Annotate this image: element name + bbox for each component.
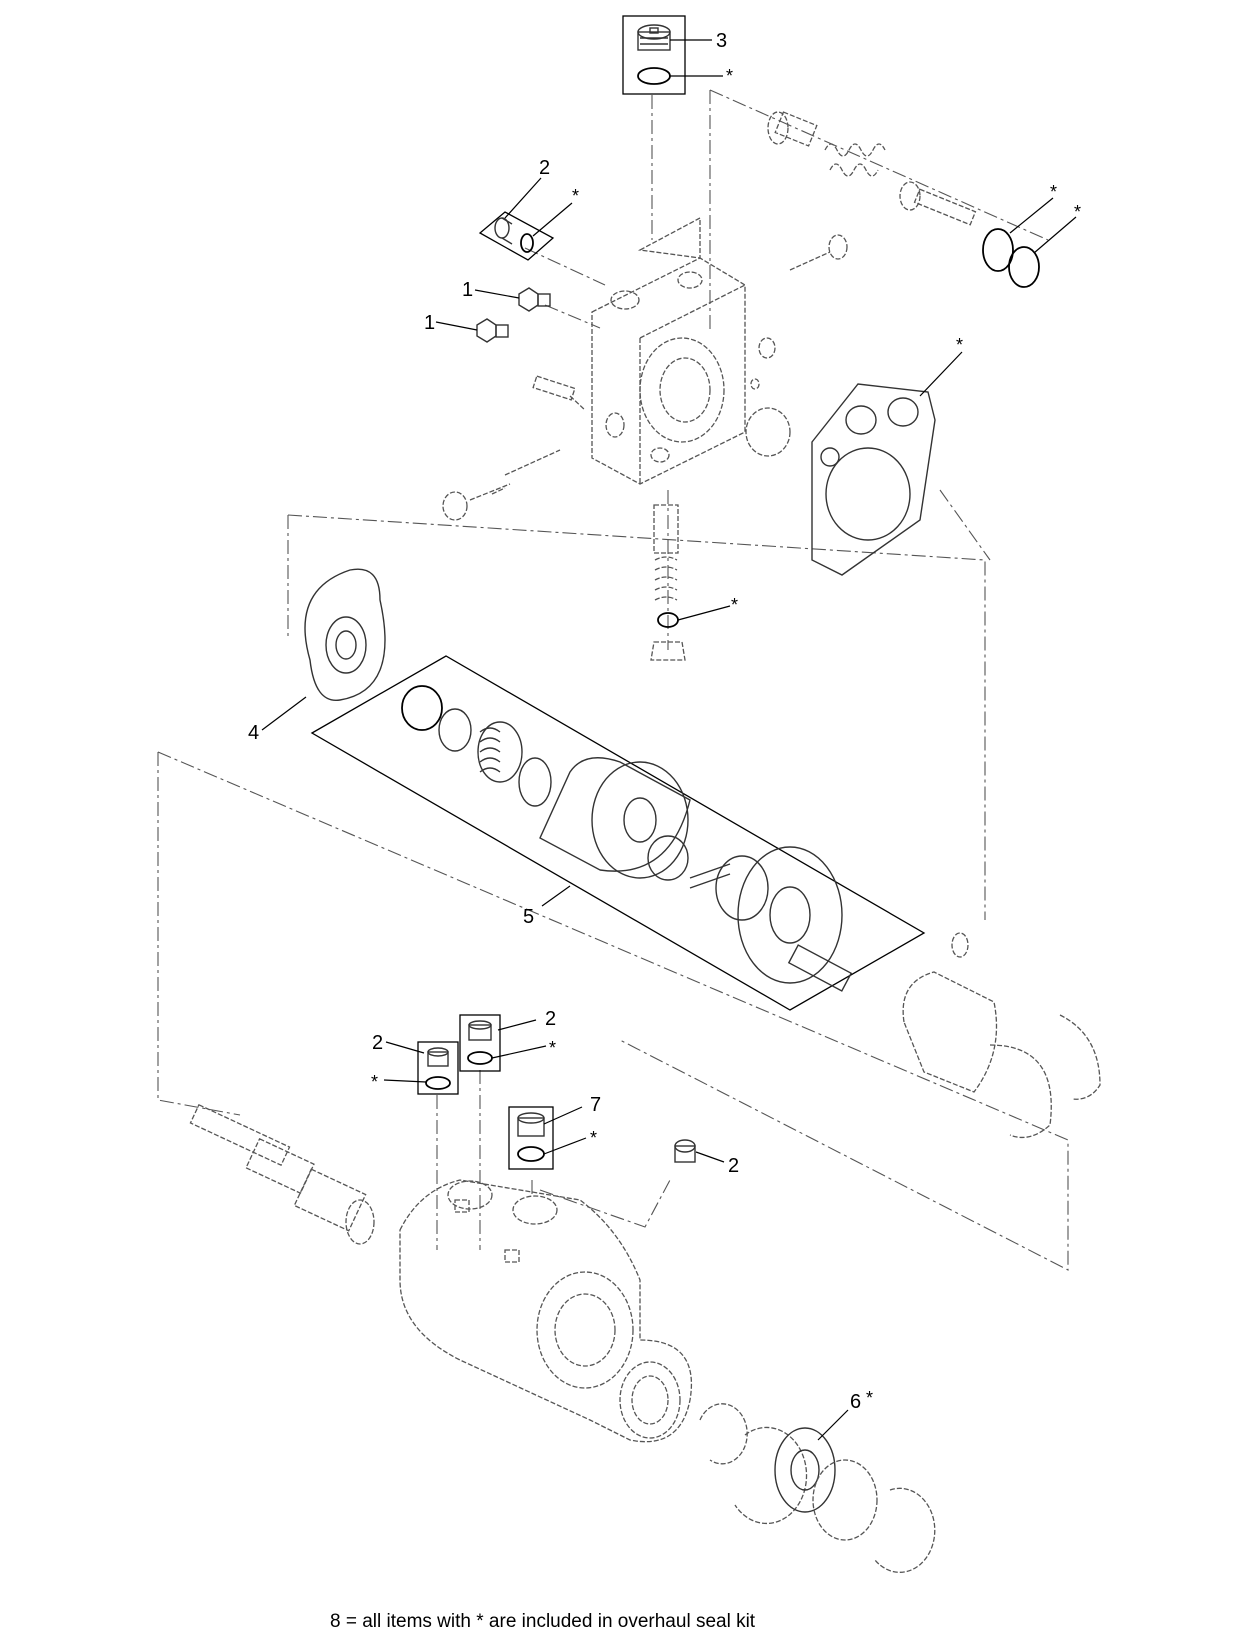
- o-ring-icon: [425, 1076, 451, 1090]
- valve-block-housing: [591, 216, 746, 485]
- small-fittings-right: [745, 234, 848, 457]
- item-2-mid-left-box: [417, 1041, 459, 1095]
- item-2-right-fitting: [674, 1139, 725, 1163]
- callout-1-a: 1: [462, 279, 473, 301]
- plug-icon: [427, 1047, 449, 1067]
- gasket-star: *: [956, 335, 963, 355]
- callout-2-mid-right: 2: [545, 1008, 556, 1030]
- callout-7: 7: [590, 1094, 601, 1116]
- callout-7-star: *: [590, 1128, 597, 1148]
- fitting-icon: [518, 287, 551, 312]
- gasket: [811, 351, 963, 576]
- item-2-mid-right-box: [459, 1014, 501, 1072]
- spool-seal-star: *: [731, 595, 738, 615]
- item-1-fittings: [435, 287, 551, 343]
- callout-3: 3: [716, 30, 727, 52]
- center-spool-stack: [650, 504, 731, 661]
- callout-2-mid-left: 2: [372, 1032, 383, 1054]
- swashplate-assembly: [902, 932, 1101, 1139]
- item-7-box: [508, 1106, 554, 1170]
- item-2-top-assembly: [478, 177, 573, 261]
- o-ring-icon: [1008, 246, 1040, 288]
- callout-1-b: 1: [424, 312, 435, 334]
- item-5-rotating-group: [310, 655, 926, 1011]
- item-6-shaft-seal-assembly: [619, 1361, 936, 1573]
- rod-seal-star-a: *: [1050, 182, 1057, 202]
- plug-icon: [637, 24, 671, 51]
- callout-2-right: 2: [728, 1155, 739, 1177]
- item-2-mid-right-assembly: [459, 1014, 547, 1072]
- phantom-assembly-lines: [157, 89, 1069, 1271]
- drive-shaft: [189, 1103, 375, 1245]
- o-ring-icon: [637, 67, 671, 85]
- rod-seal-star-b: *: [1074, 202, 1081, 222]
- callout-6-star: *: [866, 1388, 873, 1408]
- plug-icon: [468, 1020, 492, 1041]
- callout-3-star: *: [726, 66, 733, 86]
- callout-6: 6: [850, 1391, 861, 1413]
- callout-2-top-star: *: [572, 186, 579, 206]
- callout-labels: 3 * 2 * 1 1 * * * * 4 5 2 * 2 * 7 * 2 6 …: [248, 30, 1081, 1413]
- callout-4: 4: [248, 722, 259, 744]
- plug-icon: [517, 1112, 545, 1137]
- callout-2-mid-right-star: *: [549, 1038, 556, 1058]
- o-ring-icon: [401, 685, 443, 731]
- pump-housing: [399, 1179, 692, 1443]
- item-3-box: [622, 15, 686, 95]
- o-ring-icon: [517, 1146, 545, 1162]
- spool-spring-assembly: [767, 111, 1077, 288]
- item-4-valve-plate: [261, 568, 386, 731]
- callout-2-mid-left-star: *: [371, 1072, 378, 1092]
- item-5-box: [310, 655, 926, 1011]
- item-2-mid-left-assembly: [383, 1041, 459, 1095]
- seal-kit-note: 8 = all items with * are included in ove…: [330, 1611, 756, 1632]
- o-ring-icon: [467, 1051, 493, 1065]
- o-ring-icon: [520, 233, 534, 253]
- callout-5: 5: [523, 906, 534, 928]
- bolt-and-valve-stack: [442, 375, 586, 521]
- item-7-assembly: [508, 1106, 587, 1170]
- fitting-icon: [674, 1139, 696, 1163]
- plug-icon: [494, 217, 513, 245]
- o-ring-icon: [982, 228, 1014, 272]
- callout-2-top: 2: [539, 157, 550, 179]
- item-2-top-box: [478, 211, 555, 261]
- item-3-plug-assembly: [622, 15, 723, 95]
- fitting-icon: [476, 318, 509, 343]
